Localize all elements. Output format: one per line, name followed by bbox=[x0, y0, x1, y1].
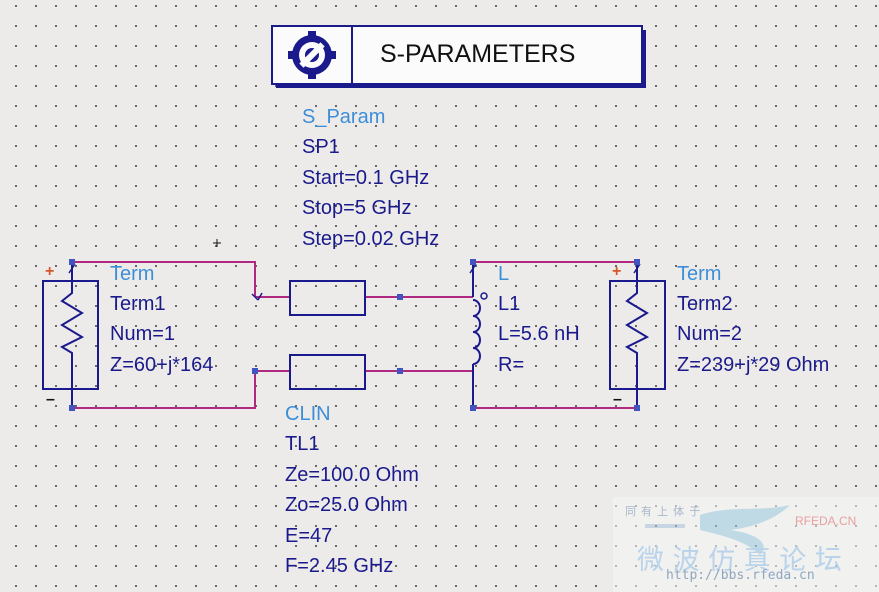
node-l1-top[interactable] bbox=[470, 259, 476, 265]
term2-pin-marker bbox=[633, 263, 641, 274]
node-tl1-out1[interactable] bbox=[397, 294, 403, 300]
tl1-e[interactable]: E=47 bbox=[285, 525, 333, 547]
watermark-chinese-title: 微 波 仿 真 论 坛 bbox=[637, 545, 842, 576]
tl1-ze[interactable]: Ze=100.0 Ohm bbox=[285, 464, 419, 486]
tl1-pin-marker bbox=[251, 292, 263, 301]
term2-resistor bbox=[624, 285, 650, 408]
node-term1-top[interactable] bbox=[69, 259, 75, 265]
tl1-type-label: CLIN bbox=[285, 403, 331, 425]
node-term2-top[interactable] bbox=[634, 259, 640, 265]
l1-inductance[interactable]: L=5.6 nH bbox=[498, 323, 580, 345]
watermark-url: http://bbs.rfeda.cn bbox=[666, 568, 815, 583]
l1-dot bbox=[480, 292, 488, 300]
node-markers bbox=[69, 259, 640, 411]
wires bbox=[72, 261, 637, 409]
term1-instance-name[interactable]: Term1 bbox=[110, 293, 166, 315]
sparam-step[interactable]: Step=0.02 GHz bbox=[302, 228, 440, 250]
term1-plus-label: + bbox=[45, 263, 55, 280]
watermark-logo bbox=[613, 497, 879, 592]
term1-pin-marker bbox=[68, 263, 76, 274]
term1-minus-label: – bbox=[46, 391, 55, 408]
sparam-stop[interactable]: Stop=5 GHz bbox=[302, 197, 412, 219]
l1-resistance[interactable]: R= bbox=[498, 354, 525, 376]
term1-impedance[interactable]: Z=60+j*164 bbox=[110, 354, 214, 376]
term2-symbol[interactable] bbox=[609, 262, 666, 408]
tl1-f[interactable]: F=2.45 GHz bbox=[285, 555, 394, 577]
term1-symbol[interactable] bbox=[42, 262, 99, 408]
sparam-title: S-PARAMETERS bbox=[380, 40, 576, 68]
node-term1-bottom[interactable] bbox=[69, 405, 75, 411]
tl1-zo[interactable]: Zo=25.0 Ohm bbox=[285, 494, 408, 516]
term2-instance-name[interactable]: Term2 bbox=[677, 293, 733, 315]
watermark-brand: RFEDA.CN bbox=[795, 514, 857, 528]
node-term2-bottom[interactable] bbox=[634, 405, 640, 411]
term1-type-label: Term bbox=[110, 263, 155, 285]
term1-resistor bbox=[59, 285, 85, 408]
l1-coil bbox=[472, 299, 481, 365]
term2-minus-label: – bbox=[613, 391, 622, 408]
term1-num[interactable]: Num=1 bbox=[110, 323, 176, 345]
tl1-line-bottom bbox=[289, 354, 366, 390]
l1-type-label: L bbox=[498, 263, 510, 285]
l1-pin-marker bbox=[469, 263, 477, 274]
node-tl1-out2[interactable] bbox=[397, 368, 403, 374]
sparam-block[interactable] bbox=[271, 25, 646, 88]
term2-plus-label: + bbox=[612, 263, 622, 280]
sparam-gear-icon bbox=[288, 31, 336, 79]
watermark-bird-icon bbox=[700, 505, 790, 555]
sparam-type-label: S_Param bbox=[302, 106, 386, 128]
tl1-line-top bbox=[289, 280, 366, 316]
wire-term1-top bbox=[72, 261, 256, 297]
tl1-instance-name[interactable]: TL1 bbox=[285, 433, 320, 455]
node-l1-bottom[interactable] bbox=[470, 405, 476, 411]
sparam-instance-name[interactable]: SP1 bbox=[302, 136, 340, 158]
term2-impedance[interactable]: Z=239+j*29 Ohm bbox=[677, 354, 830, 376]
term1-body bbox=[42, 280, 99, 390]
l1-instance-name[interactable]: L1 bbox=[498, 293, 521, 315]
sparam-start[interactable]: Start=0.1 GHz bbox=[302, 167, 430, 189]
node-tl1-in2[interactable] bbox=[252, 368, 258, 374]
cursor-crosshair-icon bbox=[213, 239, 221, 247]
tl1-symbol[interactable] bbox=[289, 280, 366, 390]
wire-term1-bottom bbox=[72, 371, 256, 409]
watermark-small-text: 同 有 上 体 于 bbox=[625, 506, 702, 518]
term2-type-label: Term bbox=[677, 263, 722, 285]
term2-num[interactable]: Num=2 bbox=[677, 323, 743, 345]
l1-symbol[interactable] bbox=[472, 262, 488, 408]
